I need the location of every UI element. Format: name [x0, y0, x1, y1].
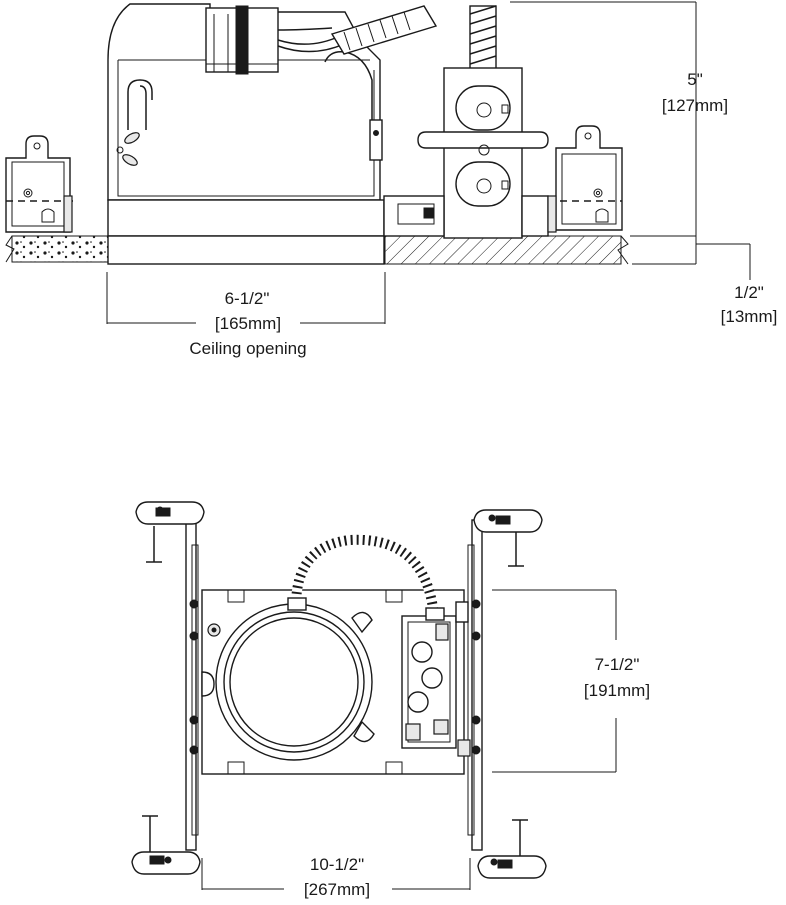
opening-dim-metric: [165mm] [215, 314, 281, 333]
wire-connector [330, 5, 438, 55]
width-dim-imperial: 10-1/2" [310, 855, 364, 874]
flex-conduit-arc [287, 534, 445, 621]
opening-dim-caption: Ceiling opening [189, 339, 306, 358]
height-dim-imperial: 5" [687, 70, 703, 89]
side-view: 5" [127mm] 1/2" [13mm] 6-1/2" [165mm] Ce… [5, 1, 778, 358]
bottom-plate [383, 195, 549, 237]
ceiling-dim-metric: [13mm] [721, 307, 778, 326]
clip-bottom-left [131, 815, 201, 875]
depth-dim-imperial: 7-1/2" [595, 655, 640, 674]
right-hanger-rail [467, 519, 483, 851]
ceiling-break-right [617, 235, 629, 265]
opening-dim-imperial: 6-1/2" [225, 289, 270, 308]
clip-top-left [135, 501, 205, 563]
ceiling-break-left [5, 235, 15, 263]
ceiling-opening-dimension: 6-1/2" [165mm] Ceiling opening [106, 272, 386, 358]
clip-top-right [473, 509, 543, 567]
ceiling-thickness-dimension: 1/2" [13mm] [630, 235, 778, 326]
ceiling-drywall-left [11, 235, 109, 263]
left-hanger-rail [185, 519, 199, 851]
width-dim-metric: [267mm] [304, 880, 370, 899]
depth-dimension: 7-1/2" [191mm] [492, 589, 650, 773]
junction-box [417, 67, 549, 239]
height-dimension: 5" [127mm] [510, 1, 728, 265]
housing-body [107, 3, 385, 265]
left-mounting-bracket [5, 135, 74, 233]
ceiling-joist-right [384, 235, 622, 265]
flex-conduit-vertical [469, 5, 497, 71]
clip-bottom-right [477, 819, 547, 879]
top-view: 7-1/2" [191mm] 10-1/2" [267mm] [131, 501, 650, 899]
ceiling-dim-imperial: 1/2" [734, 283, 764, 302]
right-mounting-bracket [547, 125, 623, 233]
light-aperture [215, 603, 373, 761]
depth-dim-metric: [191mm] [584, 681, 650, 700]
junction-box-top [401, 601, 471, 757]
width-dimension: 10-1/2" [267mm] [201, 855, 471, 899]
height-dim-metric: [127mm] [662, 96, 728, 115]
